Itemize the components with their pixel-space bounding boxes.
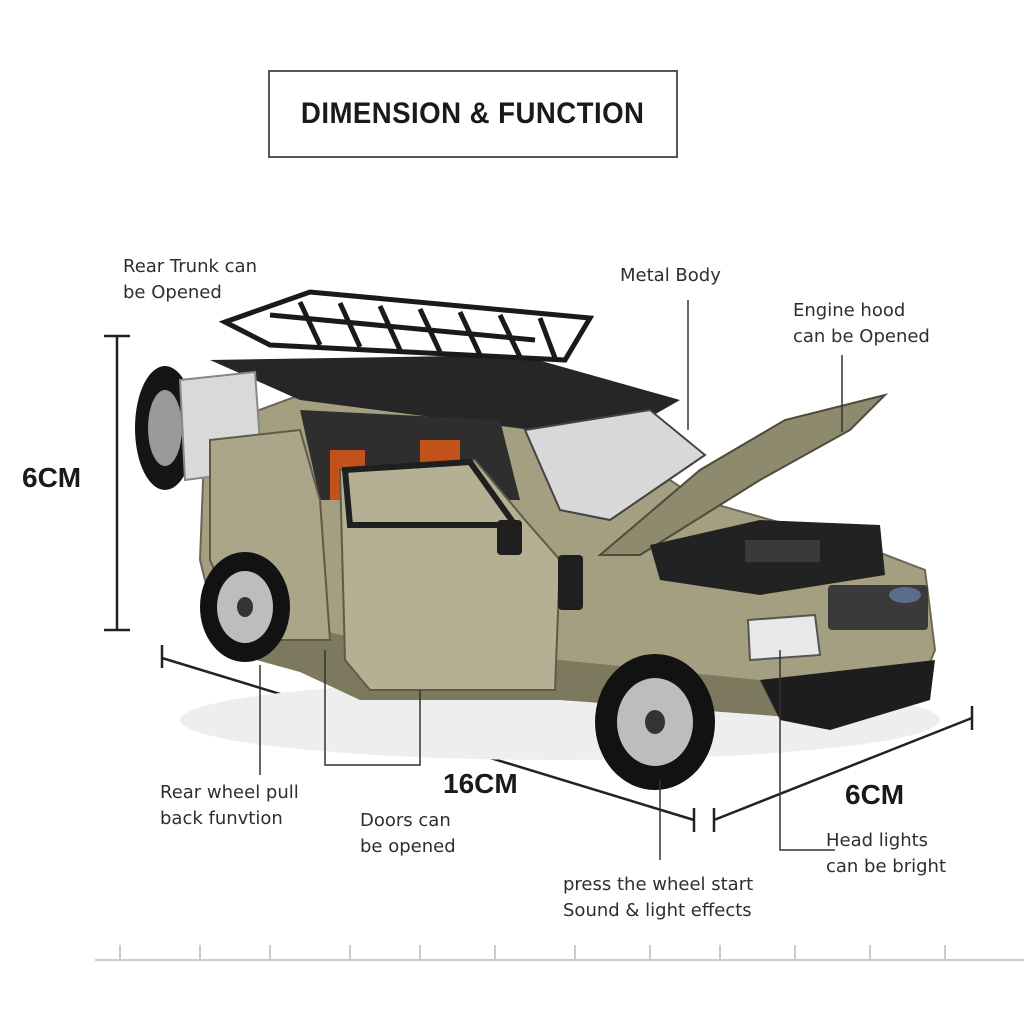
head-lights-callout: Head lights can be bright <box>826 828 946 880</box>
height-dimension-line <box>104 334 130 632</box>
callout-line: back funvtion <box>160 808 283 829</box>
callout-line: can be bright <box>826 856 946 877</box>
callout-line: be Opened <box>123 282 222 303</box>
callout-line: Engine hood <box>793 300 906 321</box>
callout-line: Doors can <box>360 810 451 831</box>
page-title: DIMENSION & FUNCTION <box>301 97 645 130</box>
callout-line: Rear wheel pull <box>160 782 299 803</box>
engine-hood-callout: Engine hood can be Opened <box>793 298 930 350</box>
callout-line: Head lights <box>826 830 929 851</box>
metal-body-callout: Metal Body <box>620 263 721 289</box>
length-label: 16CM <box>443 768 518 799</box>
rear-trunk-callout: Rear Trunk can be Opened <box>123 254 257 306</box>
callout-line: be opened <box>360 836 456 857</box>
bottom-ruler <box>95 945 1024 961</box>
leader-lines <box>259 300 843 860</box>
title-box: DIMENSION & FUNCTION <box>268 70 678 158</box>
height-label: 6CM <box>22 462 82 493</box>
rear-wheel-callout: Rear wheel pull back funvtion <box>160 780 299 832</box>
width-dimension-line <box>712 706 974 832</box>
callout-line: can be Opened <box>793 326 930 347</box>
press-wheel-callout: press the wheel start Sound & light effe… <box>563 872 753 924</box>
callout-line: Sound & light effects <box>563 900 752 921</box>
width-label: 6CM <box>845 779 905 810</box>
doors-callout: Doors can be opened <box>360 808 456 860</box>
callout-line: Metal Body <box>620 265 721 286</box>
callout-line: press the wheel start <box>563 874 754 895</box>
car-illustration <box>135 289 940 790</box>
callout-line: Rear Trunk can <box>123 256 257 277</box>
